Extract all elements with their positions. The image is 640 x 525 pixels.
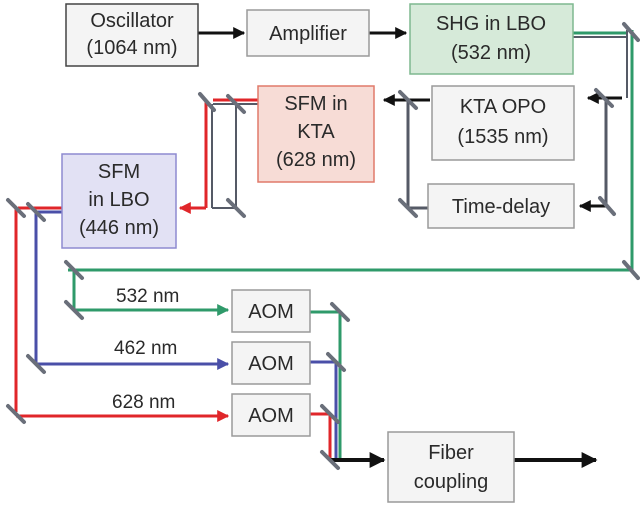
fiber-label-2: coupling [414, 471, 489, 493]
mirror-output [320, 450, 340, 470]
mirror-upper-left-b [226, 94, 246, 114]
aom-red-box: AOM [231, 393, 311, 437]
sfm-lbo-label-3: (446 nm) [79, 217, 159, 239]
mirror-blue-top-left [26, 202, 46, 222]
oscillator-label-2: (1064 nm) [86, 37, 177, 59]
mirror-green-down [64, 300, 84, 320]
mirror-blue-bottom-left [26, 354, 46, 374]
shg-box: SHG in LBO (532 nm) [409, 3, 574, 75]
mirror-red-bottom-left [6, 404, 26, 424]
amplifier-label: Amplifier [269, 23, 347, 45]
mirror-red-top-left [6, 198, 26, 218]
mirror-right-bottom [622, 260, 640, 280]
amplifier-box: Amplifier [246, 9, 370, 57]
sfm-lbo-label-2: in LBO [88, 189, 149, 211]
mirror-green-corner [64, 260, 84, 280]
time-delay-box: Time-delay [427, 183, 575, 229]
blue-wavelength-label: 462 nm [114, 338, 177, 359]
sfm-kta-label-2: KTA [297, 121, 335, 143]
aom-blue-label: AOM [248, 353, 294, 375]
aom-green-label: AOM [248, 301, 294, 323]
kta-opo-label-1: KTA OPO [460, 96, 546, 118]
kta-opo-box: KTA OPO (1535 nm) [431, 85, 575, 161]
mirror-mid-bottom [398, 198, 418, 218]
sfm-kta-label-1: SFM in [284, 93, 347, 115]
aom-red-label: AOM [248, 405, 294, 427]
shg-label-1: SHG in LBO [436, 13, 546, 35]
fiber-label-1: Fiber [428, 442, 474, 464]
sfm-lbo-box: SFM in LBO (446 nm) [61, 153, 177, 249]
mirror-green-combine [330, 302, 350, 322]
oscillator-box: Oscillator (1064 nm) [65, 3, 199, 67]
mirror-upper-left-a [198, 92, 216, 112]
shg-label-2: (532 nm) [451, 42, 531, 64]
time-delay-label: Time-delay [452, 196, 550, 218]
mirror-td-right [598, 196, 616, 216]
mirror-opo-right [594, 88, 614, 108]
oscillator-label-1: Oscillator [90, 10, 174, 32]
fiber-coupling-box: Fiber coupling [387, 431, 515, 503]
sfm-lbo-label-1: SFM [98, 161, 140, 183]
mirror-top-right [622, 22, 640, 42]
mirror-lower-left-b [226, 198, 246, 218]
mirror-red-combine [320, 404, 340, 424]
mirror-mid-top [398, 90, 418, 110]
kta-opo-label-2: (1535 nm) [457, 126, 548, 148]
sfm-kta-box: SFM in KTA (628 nm) [257, 85, 375, 183]
mirror-blue-combine [326, 352, 346, 372]
aom-blue-box: AOM [231, 341, 311, 385]
green-wavelength-label: 532 nm [116, 286, 179, 307]
aom-green-box: AOM [231, 289, 311, 333]
red-wavelength-label: 628 nm [112, 392, 175, 413]
sfm-kta-label-3: (628 nm) [276, 149, 356, 171]
